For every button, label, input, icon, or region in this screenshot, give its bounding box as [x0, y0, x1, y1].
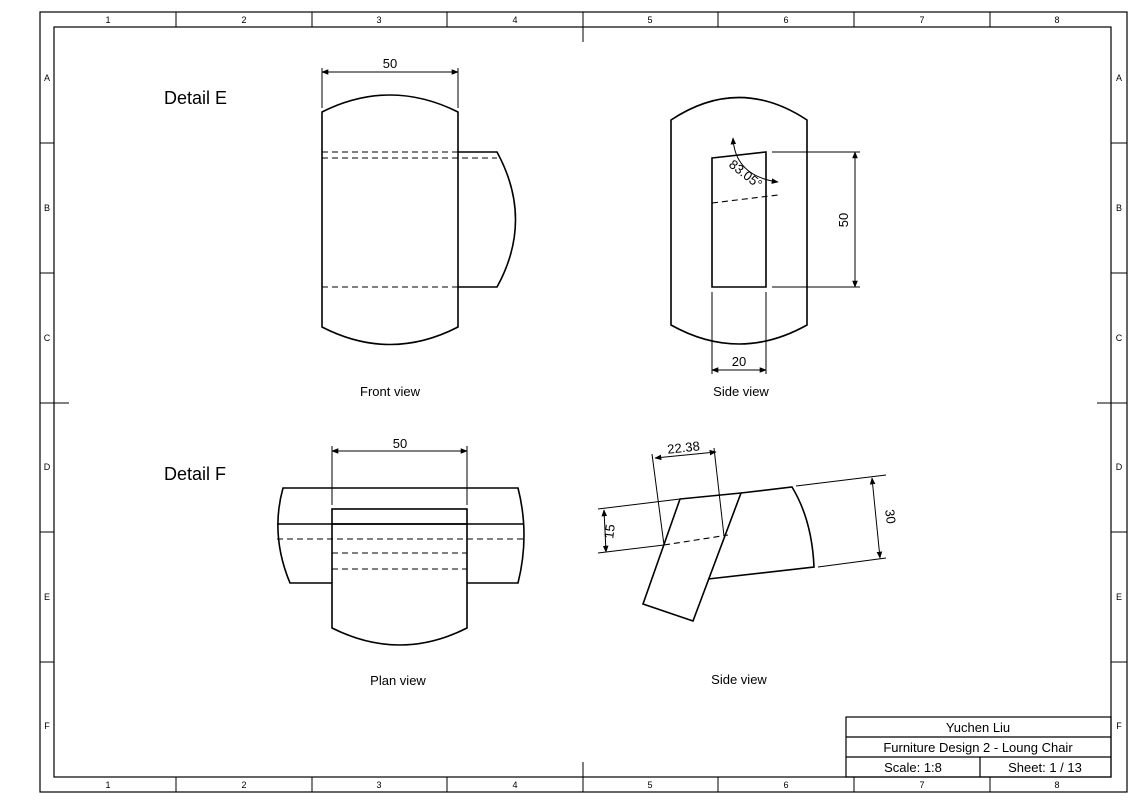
zone-row-a: A [1116, 73, 1122, 83]
side-height-dimension: 50 [836, 213, 851, 227]
zone-row-b: B [1116, 203, 1122, 213]
detail-e-title: Detail E [164, 88, 227, 108]
detail-f-side-view: 15 30 22.38 Side view [597, 438, 899, 687]
title-block-author: Yuchen Liu [946, 720, 1010, 735]
row-labels-right: A B C D E F [1116, 73, 1123, 731]
zone-row-e: E [44, 592, 50, 602]
side-top-dimension: 22.38 [667, 438, 701, 456]
title-block: Yuchen Liu Furniture Design 2 - Loung Ch… [845, 716, 1112, 778]
zone-col-6: 6 [783, 15, 788, 25]
zone-col-2: 2 [241, 15, 246, 25]
zone-row-f: F [1116, 721, 1122, 731]
zone-col-3: 3 [376, 780, 381, 790]
detail-f-title: Detail F [164, 464, 226, 484]
zone-row-c: C [1116, 333, 1123, 343]
plan-width-dimension: 50 [393, 436, 407, 451]
side-view-caption-f: Side view [711, 672, 767, 687]
row-labels-left: A B C D E F [44, 73, 51, 731]
zone-col-1: 1 [105, 780, 110, 790]
zone-row-d: D [44, 462, 51, 472]
detail-e-side-view: 83.05° 50 20 Side view [670, 96, 860, 399]
side-view-caption-e: Side view [713, 384, 769, 399]
angle-dimension: 83.05° [726, 157, 765, 192]
title-block-scale: Scale: 1:8 [884, 760, 942, 775]
zone-col-5: 5 [647, 780, 652, 790]
column-labels-bottom: 1 2 3 4 5 6 7 8 [105, 780, 1059, 790]
zone-col-7: 7 [919, 780, 924, 790]
plan-view-caption: Plan view [370, 673, 426, 688]
detail-f-plan-view: 50 Plan view [277, 436, 525, 688]
zone-row-d: D [1116, 462, 1123, 472]
zone-col-8: 8 [1054, 15, 1059, 25]
zone-row-f: F [44, 721, 50, 731]
zone-ticks [40, 12, 1127, 792]
side-left-dimension: 15 [601, 523, 618, 539]
zone-col-6: 6 [783, 780, 788, 790]
column-labels-top: 1 2 3 4 5 6 7 8 [105, 15, 1059, 25]
zone-row-e: E [1116, 592, 1122, 602]
detail-e-front-view: 50 Front view [321, 56, 517, 399]
outer-border [39, 11, 1128, 793]
side-right-dimension: 30 [882, 508, 899, 524]
zone-row-c: C [44, 333, 51, 343]
zone-col-5: 5 [647, 15, 652, 25]
zone-col-8: 8 [1054, 780, 1059, 790]
zone-col-7: 7 [919, 15, 924, 25]
inner-border [53, 26, 1112, 778]
front-view-caption: Front view [360, 384, 421, 399]
zone-row-b: B [44, 203, 50, 213]
title-block-sheet: Sheet: 1 / 13 [1008, 760, 1082, 775]
front-width-dimension: 50 [383, 56, 397, 71]
side-width-dimension: 20 [732, 354, 746, 369]
zone-row-a: A [44, 73, 50, 83]
zone-col-2: 2 [241, 780, 246, 790]
zone-col-4: 4 [512, 780, 517, 790]
zone-col-1: 1 [105, 15, 110, 25]
title-block-project: Furniture Design 2 - Loung Chair [883, 740, 1073, 755]
zone-col-3: 3 [376, 15, 381, 25]
zone-col-4: 4 [512, 15, 517, 25]
